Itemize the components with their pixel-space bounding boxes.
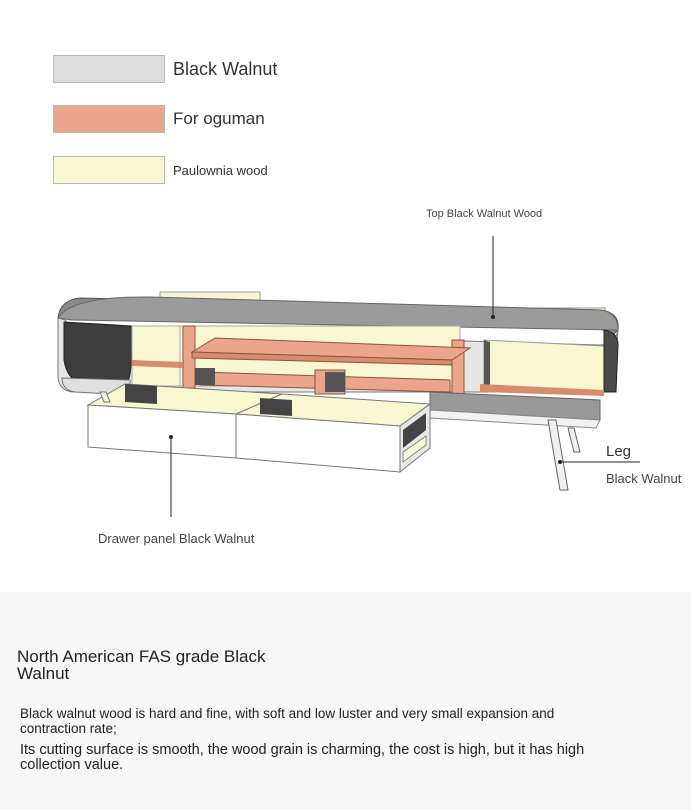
tv-cabinet-illustration — [57, 236, 640, 517]
callout-drawer-label: Drawer panel Black Walnut — [98, 531, 255, 546]
legend-item-black-walnut: Black Walnut — [53, 55, 277, 83]
description-panel — [0, 592, 691, 810]
legend-label: Paulownia wood — [173, 162, 268, 178]
callout-leg-label: Leg — [606, 443, 632, 460]
legend-swatch — [53, 156, 165, 184]
legend-swatch — [53, 105, 165, 133]
legend-item-paulownia: Paulownia wood — [53, 156, 268, 184]
legend-item-for-oguman: For oguman — [53, 105, 265, 133]
legend-swatch — [53, 55, 165, 83]
legend-label: Black Walnut — [173, 58, 278, 79]
callout-top-label: Top Black Walnut Wood — [426, 208, 543, 220]
description-paragraph-1: Black walnut wood is hard and fine, with… — [20, 706, 555, 736]
description-paragraph-2: Its cutting surface is smooth, the wood … — [20, 742, 585, 773]
callout-leg-material-label: Black Walnut — [606, 471, 682, 486]
legend-label: For oguman — [173, 109, 265, 128]
diagram-panel — [0, 0, 678, 592]
section-title: North American FAS grade Black Walnut — [17, 647, 266, 683]
